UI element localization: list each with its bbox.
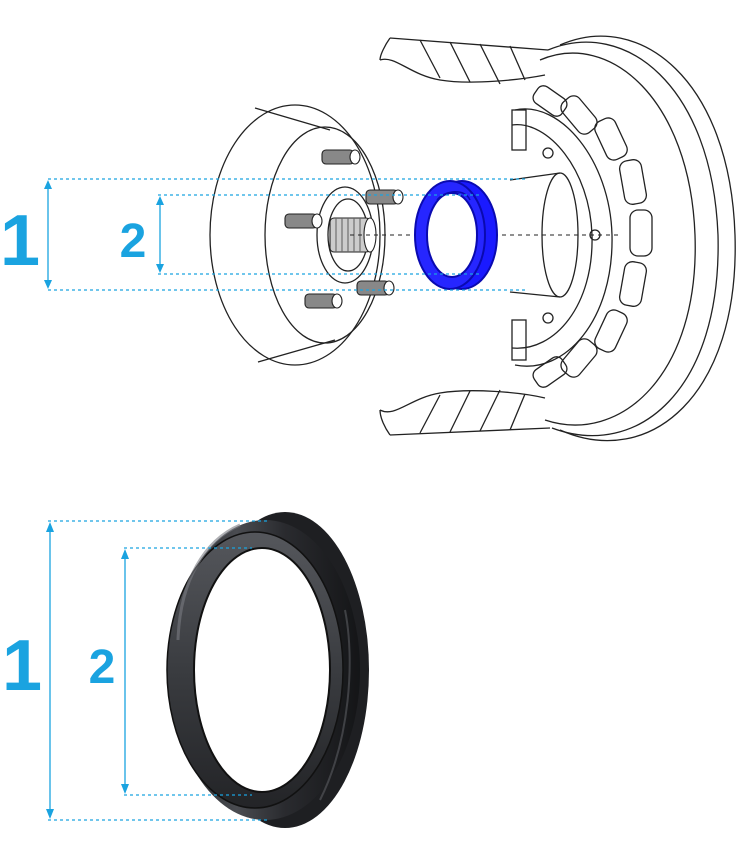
bottom-inner-dimension-label: 2: [89, 641, 116, 694]
wheel-assembly-drawing: [209, 35, 736, 442]
hub-centric-ring-photo: [166, 512, 369, 828]
top-inner-dimension-label: 2: [120, 215, 147, 268]
top-outer-dimension-label: 1: [0, 201, 40, 281]
bottom-outer-dimension-label: 1: [2, 626, 42, 706]
spoke-windows: [532, 85, 653, 388]
bottom-dimensions: [46, 520, 270, 821]
top-dimensions: [44, 178, 525, 291]
hub-ring-highlight: [414, 180, 498, 290]
